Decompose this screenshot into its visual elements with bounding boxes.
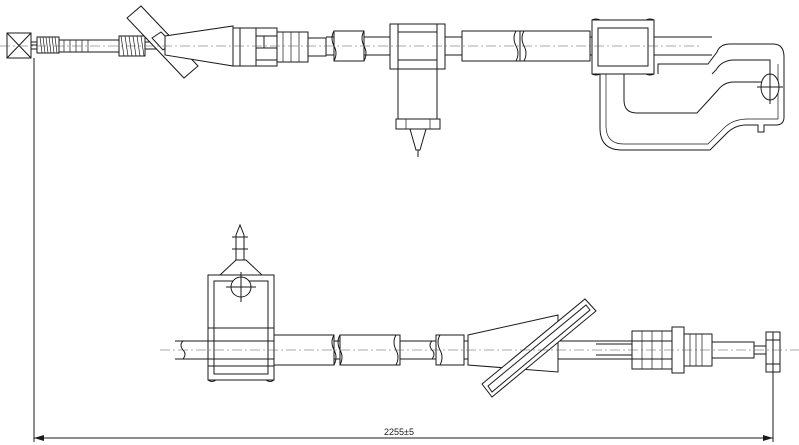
bottom-inner-wire: [596, 344, 632, 355]
bottom-left-clip: [208, 225, 274, 382]
top-right-bracket: [600, 44, 784, 150]
bottom-view-cable: [160, 225, 799, 397]
left-spring: [37, 37, 59, 53]
dimension-arrow-right: [763, 435, 773, 441]
bottom-angled-plate: [482, 299, 596, 397]
top-adjuster-sleeve: [233, 28, 326, 66]
dimension-arrow-left: [34, 435, 44, 441]
overall-length-dimension: 2255±5: [34, 58, 773, 442]
top-view-cable: [0, 6, 784, 157]
bottom-right-end: [766, 332, 780, 372]
left-end-fitting: [7, 33, 39, 58]
dimension-label: 2255±5: [384, 427, 414, 437]
top-right-ferrule: [592, 19, 654, 75]
top-center-bracket: [390, 24, 445, 157]
